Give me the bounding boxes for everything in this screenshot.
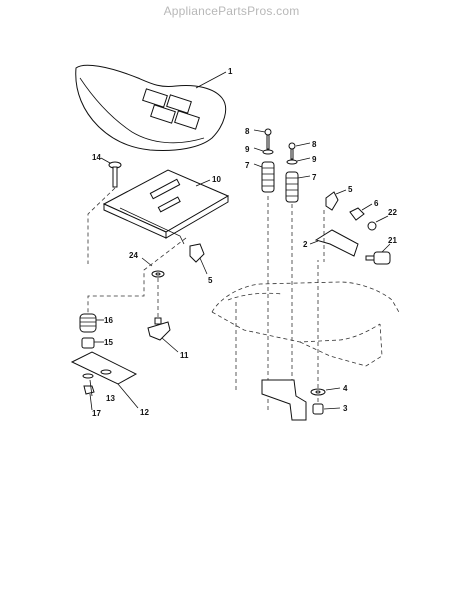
callout-8: 8 bbox=[312, 140, 317, 149]
callout-11: 11 bbox=[180, 351, 189, 360]
nut-part-17[interactable] bbox=[83, 385, 95, 395]
callout-13: 13 bbox=[106, 394, 115, 403]
callout-17: 17 bbox=[92, 409, 101, 418]
knob-part-21[interactable] bbox=[365, 251, 391, 265]
callout-8: 8 bbox=[245, 127, 250, 136]
spring-part-16[interactable] bbox=[79, 313, 97, 333]
washer-part-4[interactable] bbox=[310, 388, 326, 396]
callout-1: 1 bbox=[228, 67, 233, 76]
spacer-part-15[interactable] bbox=[81, 337, 95, 349]
seat-pan-part[interactable] bbox=[102, 169, 230, 245]
mount-bracket[interactable] bbox=[261, 379, 307, 421]
callout-14: 14 bbox=[92, 153, 101, 162]
callout-7: 7 bbox=[312, 173, 317, 182]
callout-22: 22 bbox=[388, 208, 397, 217]
bracket-part-2[interactable] bbox=[314, 229, 359, 257]
callout-3: 3 bbox=[343, 404, 348, 413]
seat-part[interactable] bbox=[75, 64, 227, 151]
callout-4: 4 bbox=[343, 384, 348, 393]
callout-5: 5 bbox=[348, 185, 353, 194]
callout-15: 15 bbox=[104, 338, 113, 347]
spring-stack-right[interactable] bbox=[285, 142, 299, 203]
callout-16: 16 bbox=[104, 316, 113, 325]
knob-part-22[interactable] bbox=[367, 221, 377, 231]
callout-12: 12 bbox=[140, 408, 149, 417]
nut-part-6[interactable] bbox=[349, 207, 365, 221]
callout-2: 2 bbox=[303, 240, 308, 249]
latch-part-5b[interactable] bbox=[189, 243, 205, 263]
watermark-text: AppliancePartsPros.com bbox=[163, 4, 300, 18]
callout-6: 6 bbox=[374, 199, 379, 208]
callout-9: 9 bbox=[312, 155, 317, 164]
latch-part-5[interactable] bbox=[325, 191, 339, 211]
plate-part-12[interactable] bbox=[70, 351, 138, 385]
callout-21: 21 bbox=[388, 236, 397, 245]
spring-stack-left[interactable] bbox=[261, 128, 275, 193]
tractor-frame-outline bbox=[211, 281, 401, 367]
bolt-part-3[interactable] bbox=[312, 403, 324, 415]
callout-7: 7 bbox=[245, 161, 250, 170]
washer-part-24[interactable] bbox=[151, 270, 165, 278]
callout-10: 10 bbox=[212, 175, 221, 184]
knob-part-11[interactable] bbox=[147, 317, 171, 341]
washer-part-13[interactable] bbox=[82, 373, 94, 379]
callout-24: 24 bbox=[129, 251, 138, 260]
callout-9: 9 bbox=[245, 145, 250, 154]
callout-5: 5 bbox=[208, 276, 213, 285]
bolt-part-14[interactable] bbox=[108, 161, 122, 188]
